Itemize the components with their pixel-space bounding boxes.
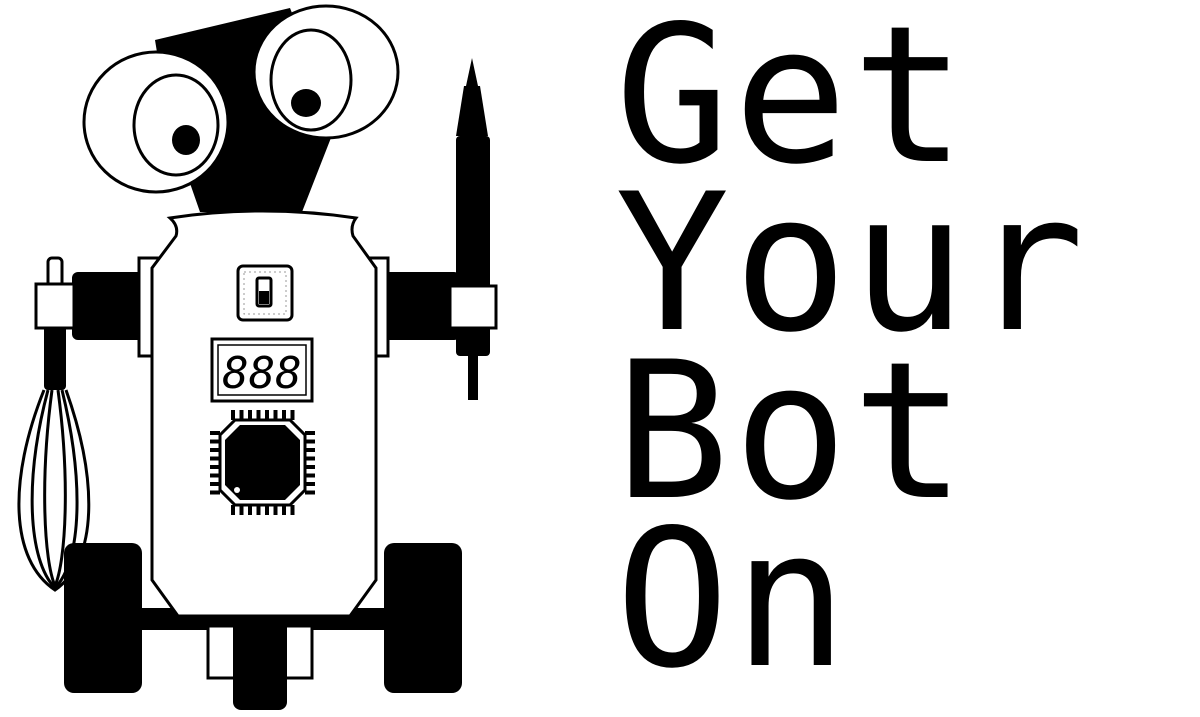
left-wheel xyxy=(64,543,142,693)
right-eye-icon xyxy=(252,4,400,140)
microchip-icon xyxy=(210,410,315,515)
robot-body xyxy=(150,209,378,618)
switch-icon xyxy=(236,264,294,322)
display-readout: 888 xyxy=(222,348,301,399)
right-arm xyxy=(380,272,460,340)
left-eye-icon xyxy=(82,50,230,194)
pen-icon xyxy=(448,58,498,400)
caster-wheel xyxy=(233,606,287,710)
left-arm xyxy=(72,272,150,340)
slogan-line-get: Get xyxy=(615,0,971,206)
whisk-icon xyxy=(17,256,91,592)
robot-logo: 888 xyxy=(17,4,498,710)
slogan-line-on: On xyxy=(615,489,852,710)
seven-segment-display: 888 xyxy=(210,337,314,403)
slogan-heading: Get Your Bot On xyxy=(615,0,1195,710)
slogan-line-your: Your xyxy=(615,153,1089,374)
slogan-line-bot: Bot xyxy=(615,321,971,542)
right-wheel xyxy=(384,543,462,693)
